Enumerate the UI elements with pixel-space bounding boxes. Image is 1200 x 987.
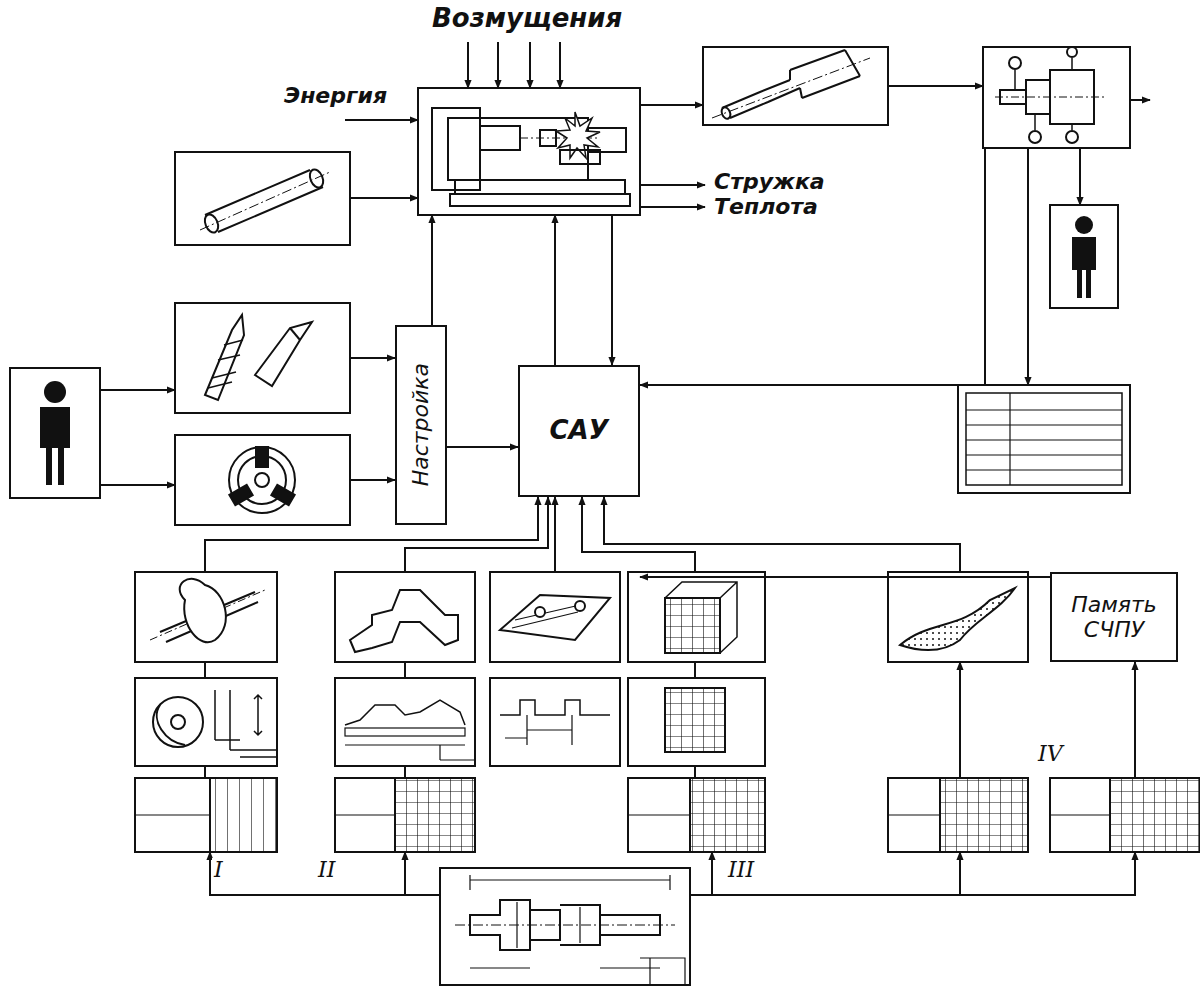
energy-label: Энергия: [282, 84, 389, 108]
node-text: Настройка: [408, 363, 433, 486]
connector-arrow: [640, 576, 1050, 578]
setup-box: Настройка: [395, 325, 447, 525]
disturbance-label: Возмущения: [430, 4, 624, 33]
chips-label: Стружка: [712, 170, 827, 194]
node-text: Память СЧПУ: [1052, 592, 1176, 643]
heat-label: Теплота: [712, 195, 820, 219]
column-number: I: [212, 858, 225, 882]
control-system-box: САУ: [518, 365, 640, 497]
memory-box: Память СЧПУ: [1050, 572, 1178, 662]
node-text: САУ: [549, 416, 608, 446]
column-number: IV: [1036, 742, 1065, 766]
column-number: III: [726, 858, 756, 882]
connector-arrow: [447, 446, 518, 448]
column-number: II: [316, 858, 337, 882]
